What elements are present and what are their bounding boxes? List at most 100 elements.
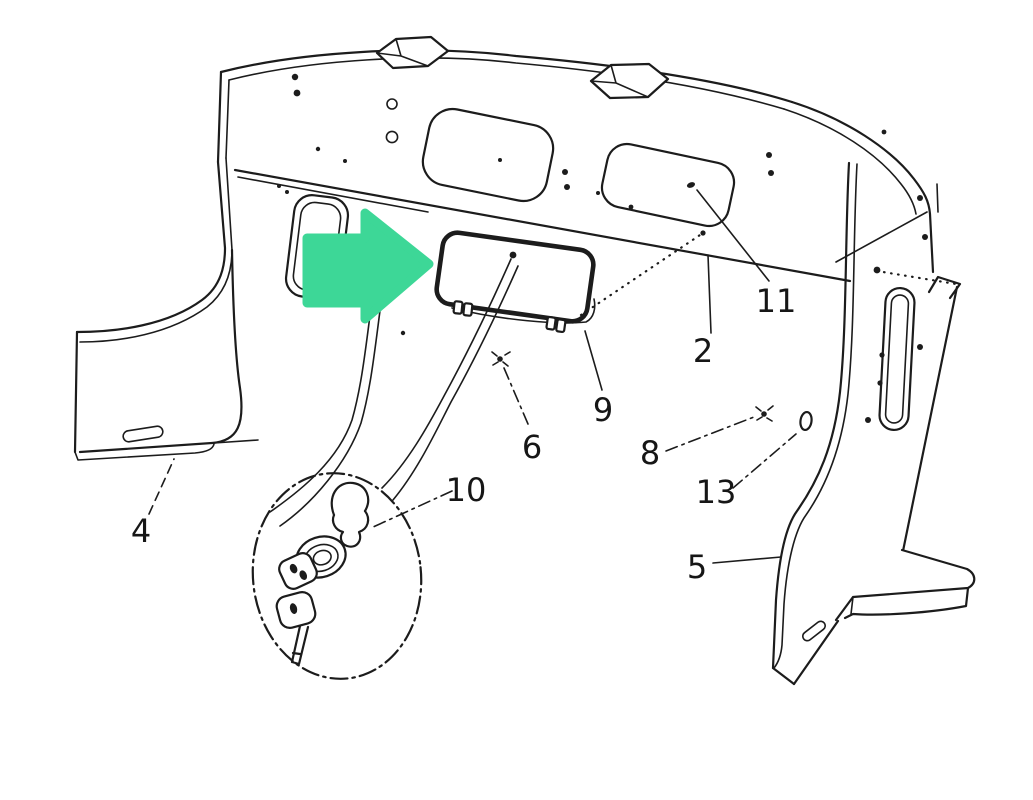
cowl-top-edge-inner bbox=[228, 57, 785, 110]
panel-holes bbox=[277, 73, 928, 336]
cover-plate-foot-right bbox=[545, 315, 567, 334]
barrel-ring-inner bbox=[312, 549, 332, 566]
callout-label-4: 4 bbox=[131, 512, 151, 550]
callout-label-5: 5 bbox=[687, 548, 707, 586]
cone-line-b1 bbox=[269, 299, 373, 513]
callout-labels: 2 4 5 6 8 9 10 11 13 bbox=[131, 282, 797, 586]
screw-icon-8 bbox=[755, 405, 774, 422]
side-panel-pillar-edge bbox=[78, 248, 243, 454]
cover-plate bbox=[434, 230, 706, 334]
key-hole bbox=[299, 570, 308, 580]
cover-plate-keyhole-dot bbox=[509, 251, 517, 259]
side-panel-bottom-extension bbox=[213, 439, 259, 444]
callout-label-13: 13 bbox=[696, 473, 737, 511]
screw-hole bbox=[386, 98, 398, 110]
rivet-dot bbox=[873, 266, 881, 274]
screw-icon-11 bbox=[686, 182, 696, 188]
cowl-left-edge-inner bbox=[225, 79, 230, 159]
key-hole bbox=[289, 603, 298, 614]
side-panel-trim-inner bbox=[79, 157, 233, 343]
key-hole bbox=[289, 563, 298, 574]
rivet-dot bbox=[277, 184, 281, 188]
rivet-dot bbox=[766, 152, 772, 158]
rivet-dot bbox=[343, 159, 347, 163]
key-switch-detail bbox=[251, 472, 423, 680]
side-panel-flange bbox=[74, 443, 215, 461]
support-holes bbox=[865, 344, 923, 423]
side-panel-slot bbox=[122, 425, 164, 443]
support-bottom-edge bbox=[771, 666, 796, 686]
cowl-right-corner-inner bbox=[783, 108, 917, 215]
gauge-opening-left bbox=[421, 107, 555, 203]
leader-5 bbox=[712, 556, 782, 564]
support-oval-slot-outer bbox=[878, 286, 916, 432]
rivet-dot bbox=[293, 89, 301, 97]
rivet-dot bbox=[562, 169, 568, 175]
top-bracket-left bbox=[375, 35, 450, 70]
rivet-dot bbox=[768, 170, 774, 176]
leader-8 bbox=[665, 416, 755, 452]
leader-11 bbox=[696, 189, 770, 282]
side-panel-left-edge bbox=[73, 330, 79, 454]
screw-hole bbox=[385, 130, 399, 144]
step-plate-left-edge bbox=[850, 596, 854, 615]
dash-lower-fold-line-2 bbox=[237, 176, 429, 213]
side-face-fold-line bbox=[835, 211, 928, 263]
support-face-right-edge bbox=[792, 619, 840, 686]
step-plate bbox=[834, 548, 976, 622]
rivet-dot bbox=[564, 184, 570, 190]
rivet-dot bbox=[315, 146, 321, 152]
cone-line-a2 bbox=[392, 265, 519, 501]
cone-line-b2 bbox=[279, 302, 382, 527]
callout-label-6: 6 bbox=[522, 428, 542, 466]
support-fold-dotted-line bbox=[875, 269, 958, 286]
cone-line-a1 bbox=[381, 258, 512, 489]
cowl-right-edge-line bbox=[936, 183, 939, 213]
callout-label-10: 10 bbox=[446, 471, 487, 509]
leader-4 bbox=[148, 458, 175, 515]
rivet-dot bbox=[498, 158, 502, 162]
leader-9 bbox=[584, 330, 603, 391]
dash-lower-fold-line bbox=[233, 168, 852, 283]
side-panel-trim-outer bbox=[75, 160, 227, 334]
leader-13 bbox=[732, 433, 797, 489]
grommet-icon-13 bbox=[799, 410, 813, 432]
right-support-leg bbox=[771, 161, 976, 686]
callout-leaders bbox=[148, 182, 813, 564]
left-side-panel bbox=[73, 157, 259, 461]
cowl-top-edge-outer bbox=[219, 49, 794, 104]
top-bracket-right bbox=[589, 62, 670, 100]
support-foot-slot bbox=[802, 620, 826, 642]
hidden-edge-end-dot bbox=[700, 230, 706, 236]
leader-10 bbox=[370, 490, 453, 529]
detail-circle bbox=[251, 472, 423, 680]
hidden-edge-dotted-line bbox=[579, 233, 702, 317]
rivet-dot bbox=[865, 417, 871, 423]
rivet-dot bbox=[285, 190, 289, 194]
cowl-left-edge-outer bbox=[216, 70, 223, 164]
callout-label-9: 9 bbox=[593, 391, 613, 429]
rivet-dot bbox=[881, 129, 887, 135]
key-blade bbox=[290, 624, 310, 666]
cover-plate-face bbox=[434, 230, 596, 324]
step-plate-front-face bbox=[843, 586, 970, 620]
support-ear-notch bbox=[927, 275, 962, 300]
support-front-edge-inner bbox=[773, 163, 858, 669]
callout-label-8: 8 bbox=[640, 434, 660, 472]
key-head-lower bbox=[275, 591, 317, 629]
rivet-dot bbox=[596, 191, 600, 195]
rivet-dot bbox=[917, 195, 923, 201]
switch-bracket-hook bbox=[331, 509, 370, 548]
rivet-dot bbox=[877, 380, 883, 386]
switch-bracket-dome bbox=[330, 481, 370, 517]
key-head-upper bbox=[278, 552, 318, 590]
support-rear-diagonal-edge bbox=[901, 285, 959, 553]
support-oval-slot-inner bbox=[884, 294, 910, 424]
support-front-edge-outer bbox=[771, 161, 851, 670]
screw-icon-6 bbox=[491, 351, 511, 367]
detail-projection-cone bbox=[269, 258, 519, 527]
gauge-opening-right bbox=[600, 142, 736, 228]
callout-label-11: 11 bbox=[756, 282, 797, 320]
rivet-dot bbox=[879, 352, 885, 358]
